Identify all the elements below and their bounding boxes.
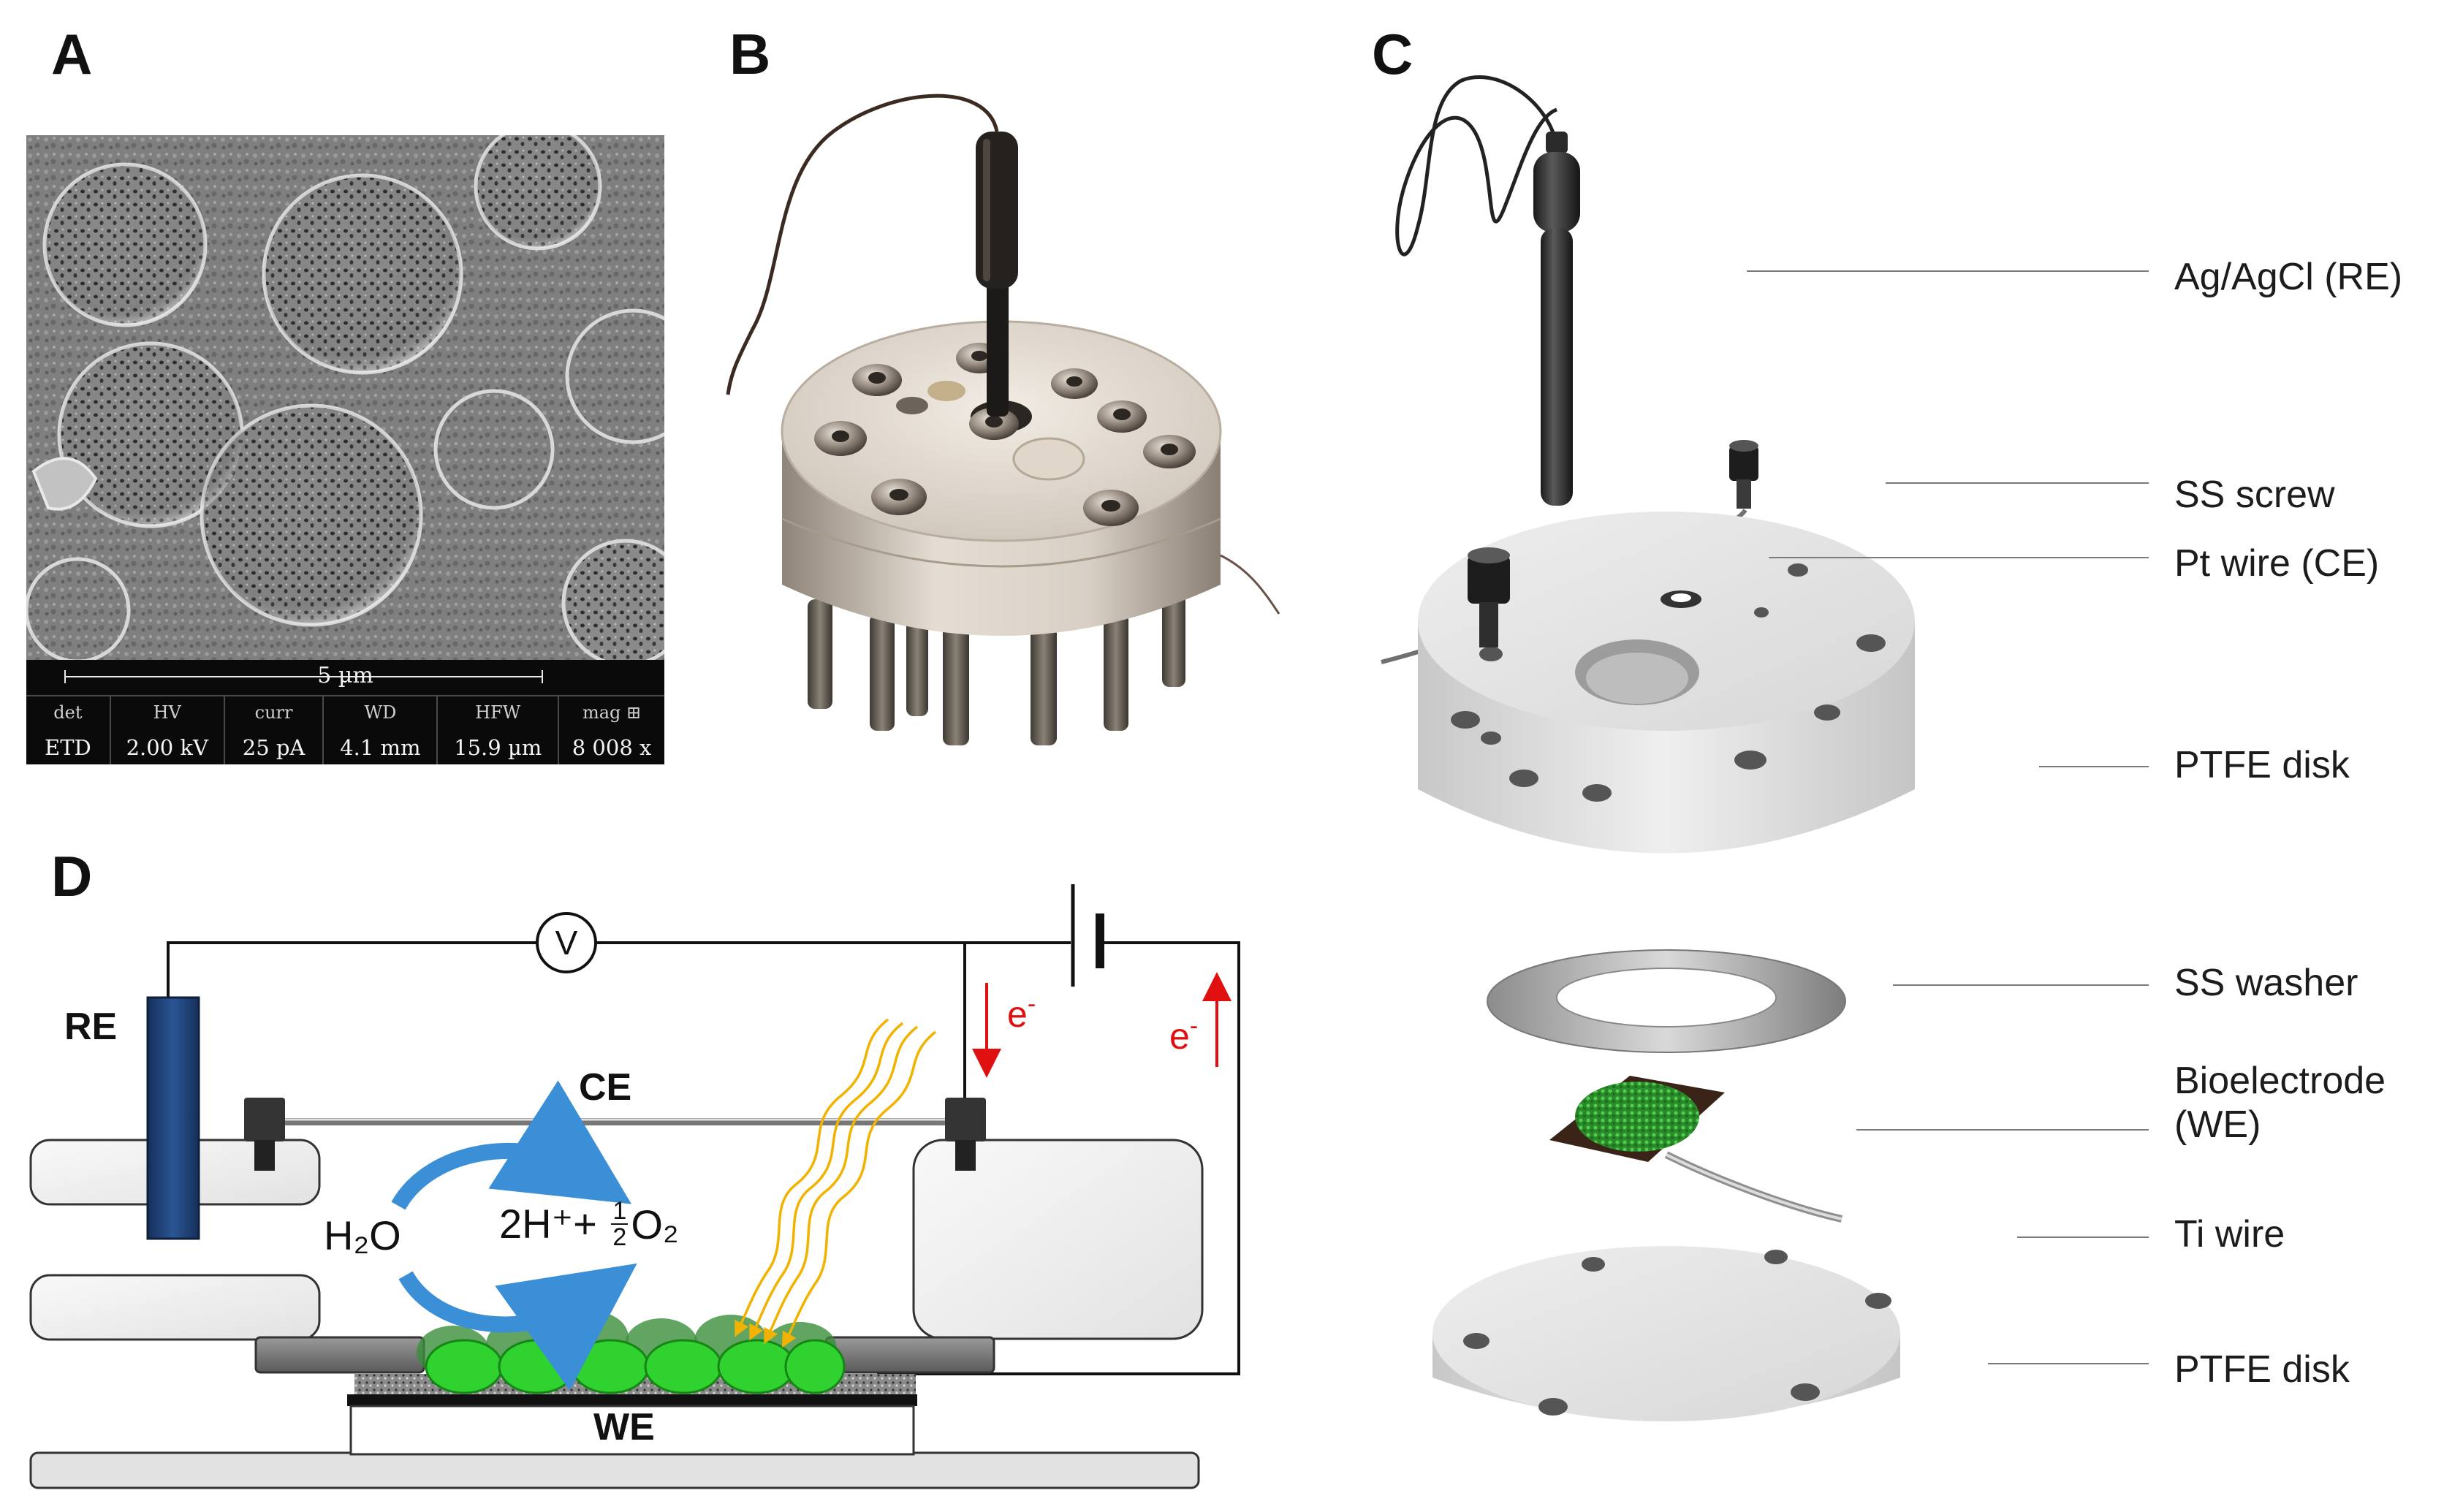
cycle-arrow-top xyxy=(391,1080,632,1210)
base-plate xyxy=(29,1451,1200,1489)
sem-col-curr: curr 25 pA xyxy=(225,696,325,764)
exploded-view xyxy=(1381,75,1915,1421)
screw-on-disk xyxy=(1468,547,1510,647)
bioelectrode-drawing xyxy=(1549,1076,1843,1223)
label-water: H₂O xyxy=(324,1212,401,1258)
panel-label-a: A xyxy=(51,22,93,86)
fraction-numerator: 1 xyxy=(611,1197,629,1225)
label-bioelectrode-line2: (WE) xyxy=(2174,1103,2261,1146)
washer-drawing xyxy=(1487,949,1846,1053)
reference-electrode-drawing xyxy=(1533,132,1580,506)
bolt-heads xyxy=(814,343,1196,526)
leader-ti-wire xyxy=(2017,1236,2149,1238)
label-bioelectrode-line1: Bioelectrode xyxy=(2174,1060,2386,1102)
voltmeter xyxy=(536,912,597,973)
scale-bar xyxy=(64,670,543,683)
sem-col-mag: mag ⊞ 8 008 x xyxy=(559,696,664,764)
label-re: RE xyxy=(64,1006,118,1048)
sem-header: HFW xyxy=(475,702,521,723)
label-ss-washer: SS washer xyxy=(2174,962,2358,1004)
sem-value: 2.00 kV xyxy=(126,734,208,760)
cell-body-right xyxy=(912,1139,1204,1340)
voltmeter-label: V xyxy=(555,924,578,962)
label-ti-wire: Ti wire xyxy=(2174,1213,2285,1255)
ptfe-bottom-disk xyxy=(1432,1246,1900,1421)
products-prefix: 2H⁺+ xyxy=(499,1201,609,1247)
electron-label-right: e- xyxy=(1169,1012,1198,1057)
sem-header: HV xyxy=(153,702,181,723)
products-suffix: O₂ xyxy=(631,1201,679,1247)
ce-clamp-right xyxy=(945,1098,986,1141)
electron-label-left: e- xyxy=(1007,990,1036,1035)
label-ce: CE xyxy=(579,1066,632,1109)
leader-pt-wire xyxy=(1769,557,2149,558)
sem-value: 15.9 µm xyxy=(454,734,542,760)
assembled-cell-photo xyxy=(726,94,1280,745)
fraction-denominator: 2 xyxy=(612,1223,627,1251)
ce-clamp-left xyxy=(244,1098,285,1141)
sem-col-hfw: HFW 15.9 µm xyxy=(438,696,560,764)
sem-col-det: det ETD xyxy=(26,696,111,764)
sem-header: curr xyxy=(254,702,293,723)
gasket-left xyxy=(254,1336,425,1374)
sem-value: 4.1 mm xyxy=(340,734,421,760)
scale-bar-label: 5 µm xyxy=(317,663,373,688)
sem-value: 25 pA xyxy=(242,734,306,760)
leader-re xyxy=(1747,270,2149,272)
leader-ptfe-bottom xyxy=(1988,1363,2149,1364)
circuit-wires xyxy=(167,941,1240,1375)
sem-header: det xyxy=(53,702,83,723)
sem-micrograph: 5 µm det ETD HV 2.00 kV curr 25 pA WD 4.… xyxy=(26,135,664,764)
label-bioelectrode: Bioelectrode (WE) xyxy=(2174,1060,2386,1147)
leader-ss-screw xyxy=(1886,482,2149,484)
leader-ptfe-top xyxy=(2039,766,2149,767)
working-electrode-holder xyxy=(349,1405,915,1456)
sem-parameter-table: det ETD HV 2.00 kV curr 25 pA WD 4.1 mm … xyxy=(26,695,664,764)
re-cable xyxy=(1395,75,1559,257)
cell-schematic: V e- e- xyxy=(29,884,1240,1489)
bolt-legs xyxy=(808,592,1185,745)
sem-header: mag ⊞ xyxy=(582,702,642,723)
label-ss-screw: SS screw xyxy=(2174,474,2335,516)
sem-texture xyxy=(26,135,664,661)
label-ptfe-disk-bottom: PTFE disk xyxy=(2174,1348,2350,1391)
gasket-right xyxy=(824,1336,995,1374)
reference-electrode xyxy=(146,996,200,1240)
working-electrode-base xyxy=(347,1394,917,1406)
ptfe-top-disk xyxy=(1418,512,1915,854)
sem-col-wd: WD 4.1 mm xyxy=(324,696,439,764)
label-we: WE xyxy=(593,1406,655,1448)
leader-washer xyxy=(1893,984,2149,986)
sem-info-bar: 5 µm det ETD HV 2.00 kV curr 25 pA WD 4.… xyxy=(26,660,664,764)
leader-bioelectrode xyxy=(1856,1129,2149,1131)
sem-header: WD xyxy=(364,702,397,723)
sem-value: 8 008 x xyxy=(572,734,652,760)
label-pt-wire-ce: Pt wire (CE) xyxy=(2174,542,2380,585)
label-products: 2H⁺+ 1 2 O₂ xyxy=(499,1198,679,1250)
cycle-arrow-bottom xyxy=(398,1263,637,1391)
screw-drawing xyxy=(1729,440,1758,509)
label-ptfe-disk-top: PTFE disk xyxy=(2174,744,2350,786)
panel-label-b: B xyxy=(729,22,771,86)
cell-body-left-lower xyxy=(29,1274,321,1341)
light-rays xyxy=(735,1018,937,1348)
panel-label-c: C xyxy=(1372,22,1413,86)
sem-value: ETD xyxy=(45,734,91,760)
one-half-fraction: 1 2 xyxy=(611,1197,629,1251)
sem-col-hv: HV 2.00 kV xyxy=(111,696,225,764)
label-ag-agcl-re: Ag/AgCl (RE) xyxy=(2174,256,2403,298)
panel-label-d: D xyxy=(51,844,93,908)
